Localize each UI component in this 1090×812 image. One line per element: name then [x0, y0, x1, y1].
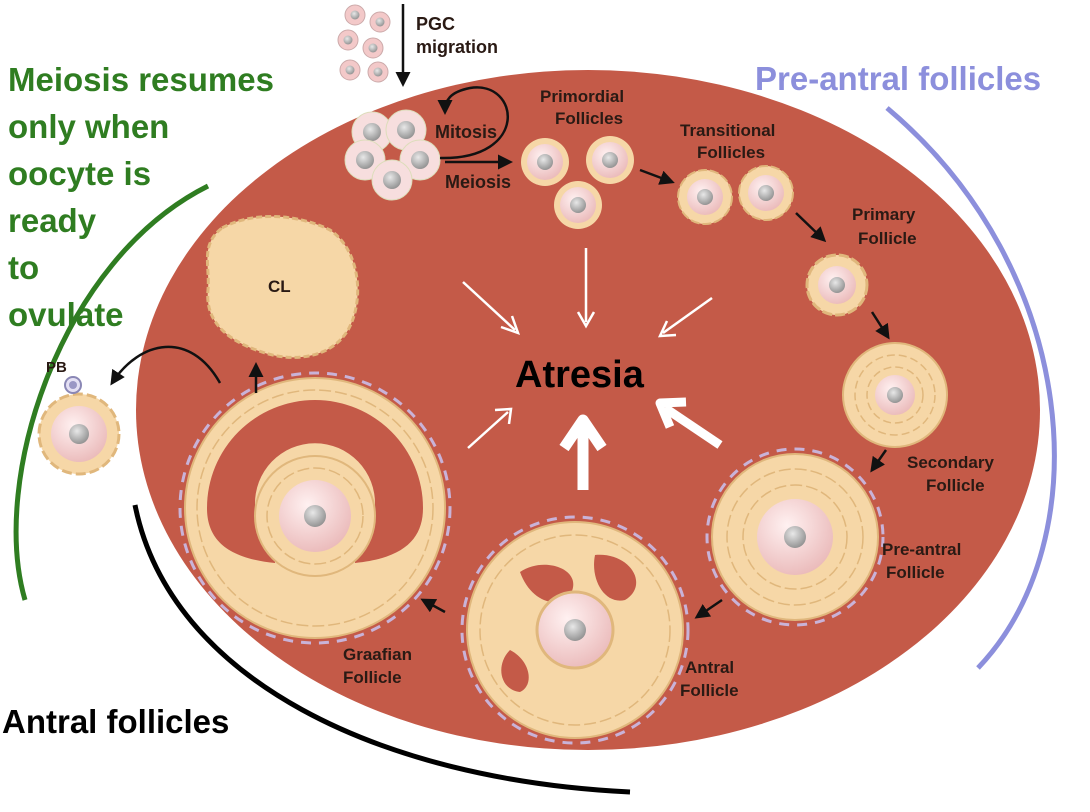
atresia-arrows: [462, 248, 723, 490]
arrow-transitional-to-primary: [795, 212, 827, 243]
arrow-primary-to-secondary: [870, 311, 890, 340]
cl-label: CL: [268, 277, 291, 296]
pgc-cells: [337, 4, 391, 83]
primordial-follicles: [521, 136, 634, 229]
secondary-follicle: [842, 342, 948, 448]
pgc-label-2: migration: [416, 37, 498, 57]
primary-follicle: [805, 253, 869, 317]
graafian-label-1: Graafian: [343, 645, 412, 664]
atresia-label: Atresia: [515, 354, 645, 396]
arrow-secondary-to-preantral: [870, 449, 888, 473]
meiosis-note-line-4: ready: [8, 202, 97, 239]
primordial-label-2: Follicles: [555, 109, 623, 128]
atresia-arrow-upper-right: [662, 296, 713, 335]
pb-label: PB: [46, 359, 67, 376]
graafian-label-2: Follicle: [343, 668, 402, 687]
atresia-arrow-upper-left: [462, 281, 516, 331]
antral-follicle: [460, 515, 690, 745]
ovulated-oocyte: [37, 392, 121, 476]
preantral-follicle: [705, 447, 885, 627]
polar-body: [64, 376, 82, 394]
pre-antral-follicles-note: Pre-antral follicles: [755, 60, 1041, 97]
transitional-label-2: Follicles: [697, 143, 765, 162]
mitosis-label: Mitosis: [435, 122, 497, 142]
transitional-follicles: [677, 165, 794, 225]
secondary-label-2: Follicle: [926, 476, 985, 495]
meiosis-note-line-2: only when: [8, 108, 169, 145]
meiosis-note-line-1: Meiosis resumes: [8, 61, 274, 98]
arrow-ovulation: [110, 345, 222, 386]
secondary-label-1: Secondary: [907, 453, 994, 472]
meiosis-label: Meiosis: [445, 172, 511, 192]
antral-label-1: Antral: [685, 658, 734, 677]
primordial-label-1: Primordial: [540, 87, 624, 106]
arrow-antral-to-graafian: [420, 598, 446, 614]
meiosis-note-line-3: oocyte is: [8, 155, 151, 192]
pgc-label-1: PGC: [416, 14, 455, 34]
primary-label-2: Follicle: [858, 229, 917, 248]
mitosis-loop-arrow: [437, 86, 510, 160]
oogonia-cluster: [344, 109, 441, 201]
transitional-label-1: Transitional: [680, 121, 775, 140]
corpus-luteum: [205, 214, 360, 359]
primary-label-1: Primary: [852, 205, 916, 224]
green-arc: [13, 183, 210, 601]
preantral-label-2: Follicle: [886, 563, 945, 582]
arrow-primordial-to-transitional: [639, 168, 675, 185]
atresia-arrow-lower-right: [662, 404, 723, 449]
meiosis-note-line-5: to: [8, 249, 39, 286]
preantral-label-1: Pre-antral: [882, 540, 961, 559]
black-arc: [132, 504, 631, 795]
antral-follicles-note: Antral follicles: [2, 703, 229, 740]
arrow-preantral-to-antral: [694, 598, 723, 619]
atresia-arrow-lower-left: [467, 411, 509, 449]
graafian-follicle: [178, 371, 452, 645]
antral-label-2: Follicle: [680, 681, 739, 700]
blue-arc: [885, 106, 1057, 670]
meiosis-note-line-6: ovulate: [8, 296, 124, 333]
